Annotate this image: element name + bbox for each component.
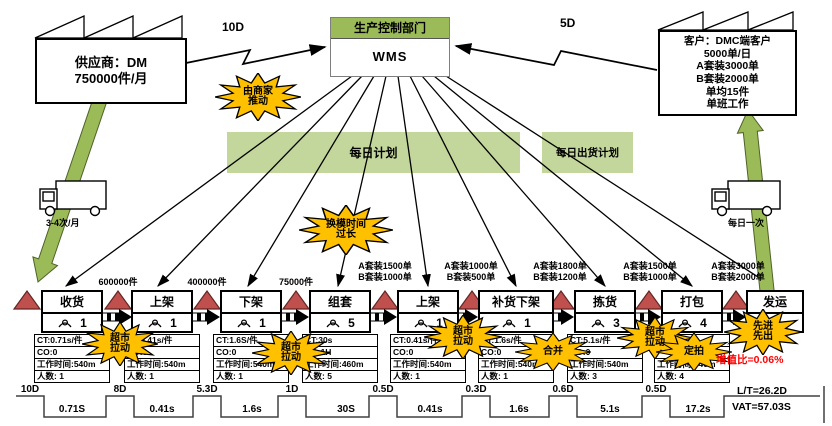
operator-icon [591,319,605,328]
timeline-value: 1.6s [242,404,262,415]
process-box-putaway-1[interactable]: 上架 1 [131,290,193,333]
process-box-picking-down[interactable]: 下架 1 [220,290,282,333]
timeline-value: 5.1s [600,404,620,415]
operator-icon [502,319,516,328]
timeline-value: 0.41s [149,404,175,415]
operator-icon [678,319,692,328]
timeline-value: 0.71S [58,404,86,415]
timeline-value: 1.6s [509,404,529,415]
timeline-wait: 0.5D [645,384,667,395]
burst-merge[interactable]: 合并 [515,333,591,371]
timeline-value: 30S [337,404,355,415]
inventory-label: A套装1500单 B套装1000单 [623,261,677,282]
truck-left-label: 3-4次/月 [46,218,80,228]
process-title: 下架 [222,292,280,314]
timeline-wait: 5.3D [196,384,218,395]
truck-left-icon [39,180,107,217]
timeline-value: 17.2s [685,404,711,415]
wms-label: WMS [372,49,408,64]
process-title: 拣货 [576,292,634,314]
customer-box[interactable]: 客户：DMC端客户 5000单/日 A套装3000单 B套装2000单 单均15… [658,30,797,116]
operator-count: 1 [170,315,177,330]
process-box-replenish-down[interactable]: 补货下架 1 [478,290,554,333]
timeline [16,386,825,423]
process-box-kitting[interactable]: 组套 5 [309,290,371,333]
timeline-wait: 0.3D [465,384,487,395]
inventory-label: A套装1000单 B套装500单 [444,261,498,282]
customer-factory-icon [657,11,794,31]
supplier-factory-icon [34,14,183,39]
value-ratio-label: 增值比=0.06% [716,354,784,366]
timeline-wait: 10D [20,384,40,395]
daily-plan-bar[interactable]: 每日计划 [227,132,520,173]
inventory-label: A套装1800单 B套装1200单 [533,261,587,282]
inventory-label: 75000件 [278,277,314,287]
operator-icon [326,319,340,328]
process-title: 打包 [663,292,721,314]
process-title: 收货 [43,292,101,314]
process-title: 补货下架 [480,292,552,314]
truck-right-label: 每日一次 [728,218,765,228]
lead-time-total: L/T=26.2D [737,385,787,397]
process-title: 上架 [399,292,457,314]
operator-count: 4 [700,315,707,330]
operator-icon [148,319,162,328]
schedule-arrows [64,75,774,288]
supplier-box[interactable]: 供应商：DM 750000件/月 [35,38,187,104]
info-flow-arrows [185,43,658,71]
timeline-wait: 0.6D [552,384,574,395]
inventory-triangles [12,289,751,310]
process-title: 上架 [133,292,191,314]
burst-supermarket-pull-1[interactable]: 超市 拉动 [82,322,158,366]
production-control-box[interactable]: 生产控制部门 WMS [330,17,450,77]
burst-supermarket-pull-3[interactable]: 超市 拉动 [424,315,502,359]
burst-merchant-push[interactable]: 由商家 推动 [215,73,301,121]
timeline-wait: 8D [113,384,127,395]
production-control-title: 生产控制部门 [331,18,449,39]
operator-icon [414,319,428,328]
burst-changeover-too-long[interactable]: 换模时间 过长 [299,205,393,255]
operator-icon [237,319,251,328]
process-box-receiving[interactable]: 收货 1 [41,290,103,333]
inventory-label: 600000件 [98,277,138,287]
timeline-wait: 1D [285,384,299,395]
inventory-label: A套装1500单 B套装1000单 [358,261,412,282]
value-add-time-total: VAT=57.03S [732,401,791,413]
operator-count: 1 [80,315,87,330]
operator-count: 5 [348,315,355,330]
operator-count: 1 [436,315,443,330]
burst-fixed-pace[interactable]: 定拍 [656,333,732,371]
truck-right-icon [711,180,781,217]
process-title: 组套 [311,292,369,314]
burst-supermarket-pull-2[interactable]: 超市 拉动 [252,331,330,375]
daily-ship-plan-bar[interactable]: 每日出货计划 [542,132,633,173]
inventory-label: A套装3000单 B套装2000单 [711,261,765,282]
customer-lead-label: 5D [560,16,576,30]
timeline-value: 0.41s [417,404,443,415]
inventory-label: 400000件 [187,277,227,287]
timeline-wait: 0.5D [372,384,394,395]
burst-supermarket-pull-4[interactable]: 超市 拉动 [617,317,693,359]
supplier-lead-label: 10D [222,20,245,34]
process-box-order-picking[interactable]: 拣货 3 [574,290,636,333]
operator-count: 1 [524,315,531,330]
burst-fifo[interactable]: 先进 先出 [724,309,802,355]
operator-count: 3 [613,315,620,330]
operator-count: 1 [259,315,266,330]
process-title: 发运 [748,292,802,314]
operator-icon [58,319,72,328]
